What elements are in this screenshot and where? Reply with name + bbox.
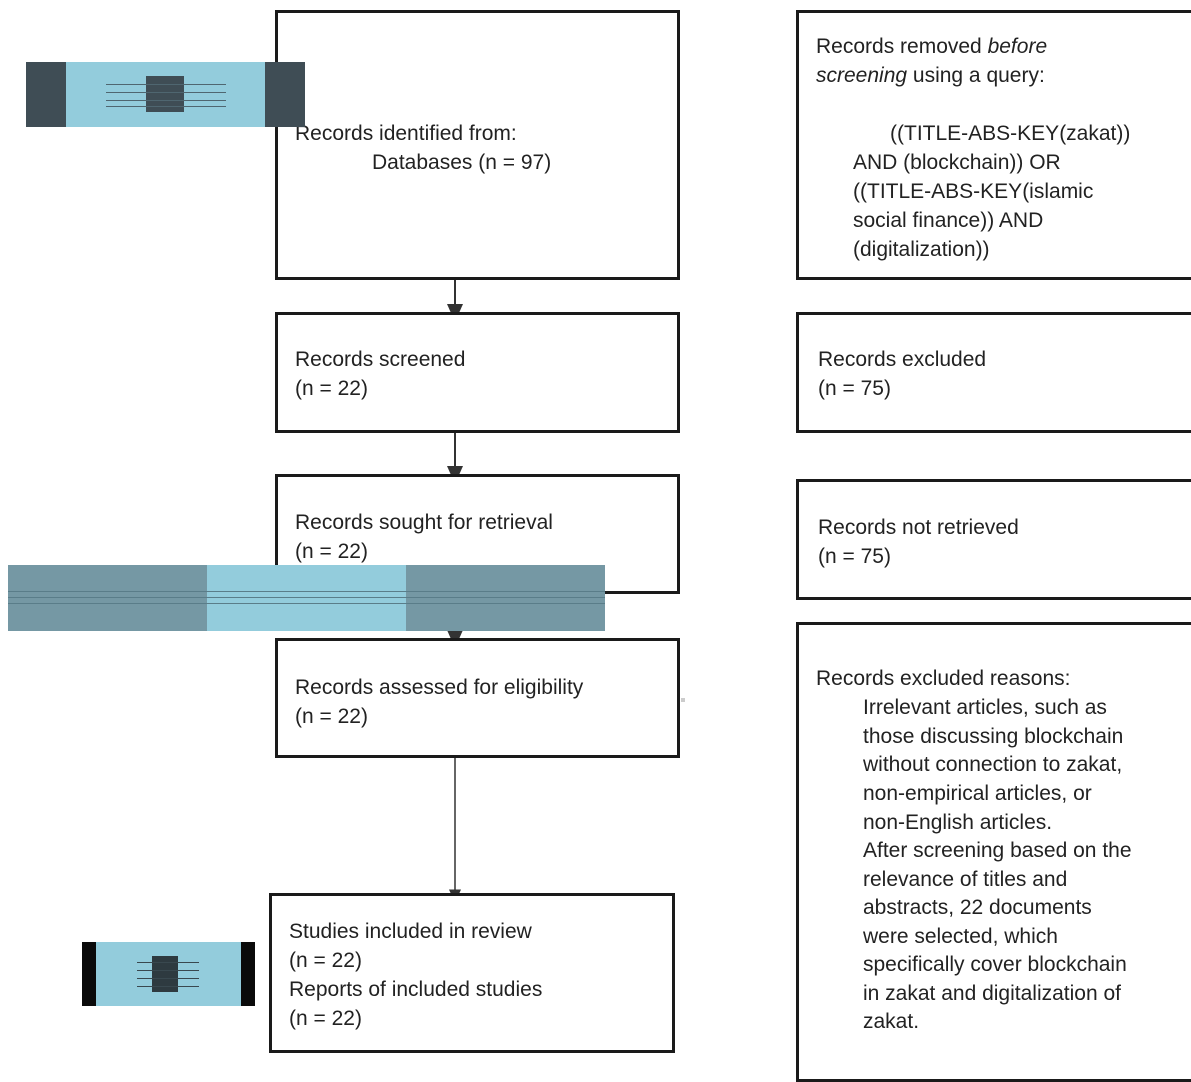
reason-line: non-empirical articles, or (863, 782, 1092, 805)
glitch-segment (241, 942, 255, 1006)
identification-line2: Databases (n = 97) (372, 151, 552, 174)
not-retrieved-line1: Records not retrieved (818, 516, 1019, 539)
removed-heading-line1: Records removed before (816, 32, 1047, 61)
glitch-segment (82, 942, 96, 1006)
screening-box (275, 312, 680, 433)
excluded-line1: Records excluded (818, 348, 987, 371)
included-line3: Reports of included studies (289, 978, 543, 1001)
not-retrieved-box (796, 479, 1191, 600)
glitch-band-middle (8, 565, 605, 631)
removed-line1-emphasis: before (987, 35, 1048, 58)
removed-heading-line2: screening using a query: (816, 61, 1045, 90)
reason-line: Irrelevant articles, such as (863, 696, 1107, 719)
exclusion-reasons-box (796, 622, 1191, 1082)
screening-line1: Records screened (295, 348, 466, 371)
eligibility-line1: Records assessed for eligibility (295, 676, 584, 699)
reason-line: without connection to zakat, (863, 753, 1123, 776)
reason-line: in zakat and digitalization of (863, 982, 1121, 1005)
glitch-line (106, 106, 226, 107)
reason-line: zakat. (863, 1010, 920, 1033)
query-line: ((TITLE-ABS-KEY(zakat)) (890, 122, 1131, 145)
removed-line2-emphasis: screening (816, 64, 908, 87)
glitch-segment (406, 565, 605, 631)
removed-line1-text: Records removed (816, 35, 988, 58)
glitch-line (137, 962, 199, 963)
glitch-segment (207, 565, 406, 631)
included-box (269, 893, 675, 1053)
identification-line1: Records identified from: (295, 122, 517, 145)
retrieval-line1: Records sought for retrieval (295, 511, 553, 534)
reason-line: were selected, which (863, 925, 1058, 948)
included-line2: (n = 22) (289, 949, 362, 972)
query-line: AND (blockchain)) OR (853, 151, 1061, 174)
query-line: social finance)) AND (853, 209, 1044, 232)
glitch-line (137, 986, 199, 987)
identification-box (275, 10, 680, 280)
reason-line: relevance of titles and (863, 868, 1068, 891)
reason-line: abstracts, 22 documents (863, 896, 1092, 919)
eligibility-box (275, 638, 680, 758)
glitch-line (106, 100, 226, 101)
glitch-line (137, 978, 199, 979)
retrieval-line2: (n = 22) (295, 540, 368, 563)
excluded-box (796, 312, 1191, 433)
small-dot (681, 698, 685, 702)
query-line: (digitalization)) (853, 238, 990, 261)
glitch-line (8, 591, 605, 592)
reason-line: specifically cover blockchain (863, 953, 1127, 976)
glitch-band-bottom (82, 942, 255, 1006)
included-line4: (n = 22) (289, 1007, 362, 1030)
glitch-segment (265, 62, 305, 127)
query-line: ((TITLE-ABS-KEY(islamic (853, 180, 1094, 203)
reason-line: those discussing blockchain (863, 725, 1124, 748)
glitch-band-top (26, 62, 305, 127)
glitch-line (137, 970, 199, 971)
screening-line2: (n = 22) (295, 377, 368, 400)
glitch-segment (8, 565, 207, 631)
removed-box (796, 10, 1191, 280)
glitch-line (8, 603, 605, 604)
included-line1: Studies included in review (289, 920, 532, 943)
reason-line: non-English articles. (863, 811, 1053, 834)
glitch-line (106, 92, 226, 93)
not-retrieved-line2: (n = 75) (818, 545, 891, 568)
reason-line: After screening based on the (863, 839, 1132, 862)
glitch-segment (26, 62, 66, 127)
excluded-line2: (n = 75) (818, 377, 891, 400)
exclusion-reasons-heading: Records excluded reasons: (816, 667, 1071, 690)
glitch-line (8, 597, 605, 598)
glitch-line (106, 84, 226, 85)
removed-line2-text: using a query: (907, 64, 1045, 87)
eligibility-line2: (n = 22) (295, 705, 368, 728)
